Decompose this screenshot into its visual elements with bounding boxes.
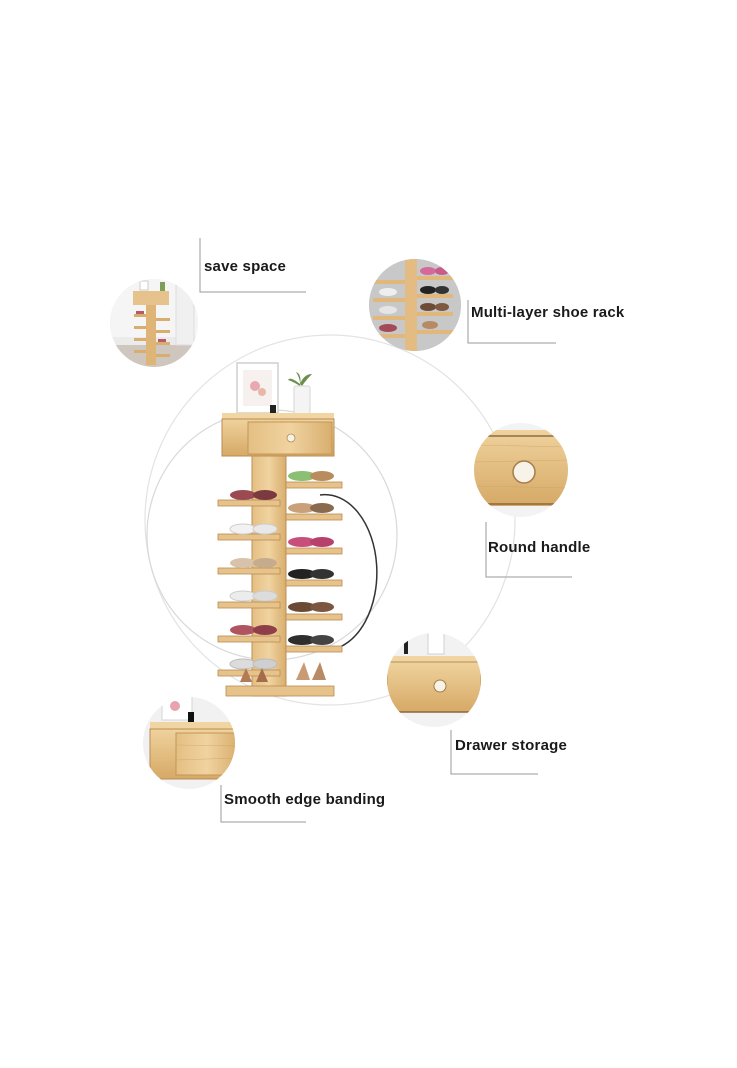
feature-label-drawer-storage: Drawer storage (455, 737, 568, 754)
drawer-closeup (387, 633, 481, 727)
feature-label-multi-layer: Multi-layer shoe rack (471, 304, 625, 321)
potted-plant (288, 372, 312, 415)
shoe-rack-product (217, 362, 343, 697)
drawer-handle-closeup (474, 423, 568, 517)
shoe-rack-room-thumb (110, 279, 198, 367)
edge-banding-closeup (143, 697, 235, 789)
shoes (229, 471, 334, 682)
feature-label-smooth-edge: Smooth edge banding (224, 791, 386, 808)
feature-label-save-space: save space (204, 258, 287, 275)
picture-frame (236, 362, 279, 415)
shoes-closeup (369, 259, 461, 351)
feature-label-round-handle: Round handle (488, 539, 591, 556)
callout-lines (199, 238, 572, 823)
